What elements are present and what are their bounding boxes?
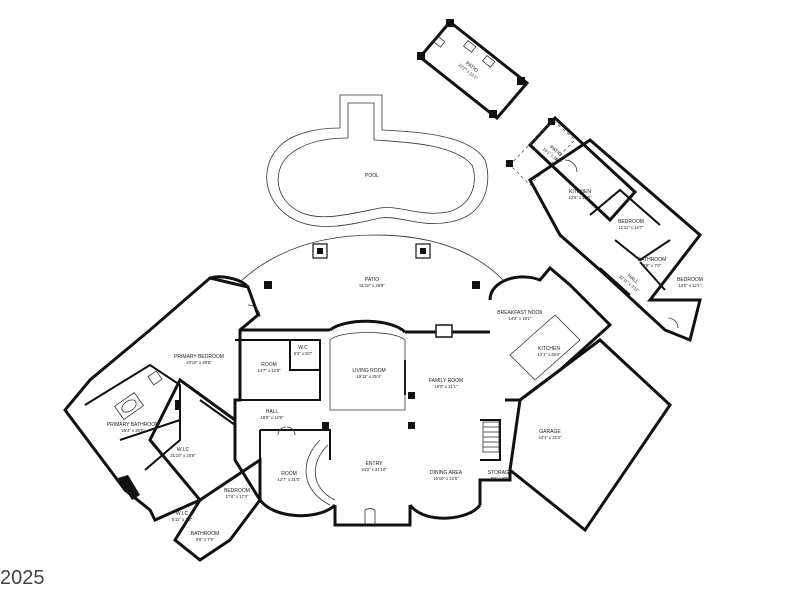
label-living-room: LIVING ROOM [352, 368, 385, 374]
label-dining-area: DINING AREA [430, 470, 463, 476]
dim-wc: 6'3" x 5'0" [294, 351, 313, 356]
label-wic-main: W.I.C [177, 447, 190, 453]
label-pool: POOL [365, 173, 379, 179]
dim-bathroom-main: 9'8" x 7'5" [196, 537, 215, 542]
patio-top-structure [417, 19, 530, 121]
label-bathroom-right: BATHROOM [638, 257, 667, 263]
label-bathroom-main: BATHROOM [191, 531, 220, 537]
label-room-small: ROOM [261, 362, 277, 368]
dim-primary-bathroom: 25'4" x 25'5" [122, 428, 145, 433]
garage-stairs [482, 421, 500, 453]
label-bedroom-right2: BEDROOM [677, 277, 703, 283]
dim-kitchen-right: 12'6" x 17'0" [569, 195, 592, 200]
pool-structure [266, 94, 489, 227]
label-family-room: FAMILY ROOM [429, 378, 463, 384]
label-room-entry: ROOM [281, 471, 297, 477]
dim-garage: 24'1" x 32'4" [539, 435, 562, 440]
main-house-structure [63, 234, 672, 562]
label-primary-bathroom: PRIMARY BATHROOM [107, 422, 160, 428]
dim-primary-bedroom: 23'10" x 30'5" [186, 360, 212, 365]
dim-family-room: 18'0" x 21'1" [435, 384, 458, 389]
label-bedroom-main: BEDROOM [224, 488, 250, 494]
label-wic-small: W.I.C [176, 511, 189, 517]
label-storage: STORAGE [488, 470, 513, 476]
dim-bathroom-right: 8'8" x 7'0" [643, 263, 662, 268]
label-wc: W.C [298, 345, 308, 351]
label-kitchen-right: KITCHEN [569, 189, 591, 195]
dim-living-room: 19'11" x 25'4" [357, 374, 382, 379]
dim-bedroom-right2: 12'0" x 12'1" [679, 283, 702, 288]
label-garage: GARAGE [539, 429, 561, 435]
label-kitchen-main: KITCHEN [538, 346, 560, 352]
label-breakfast-nook: BREAKFAST NOOK [497, 310, 543, 316]
dim-wic-small: 5'11" x 7'5" [172, 517, 193, 522]
dim-kitchen-main: 12'1" x 29'4" [538, 352, 561, 357]
dim-hall: 19'5" x 14'5" [261, 415, 284, 420]
guest-house-structure [506, 115, 703, 343]
dim-room-entry: 12'7" x 21'0" [278, 477, 301, 482]
copyright-year: 2025 [0, 567, 45, 589]
dim-room-small: 14'7" x 12'8" [258, 368, 281, 373]
label-hall: HALL [266, 409, 279, 415]
dim-entry: 24'2" x 21'10" [361, 467, 387, 472]
dim-storage: 8'6" x 8'5" [491, 476, 510, 481]
label-bedroom-right1: BEDROOM [618, 219, 644, 225]
dim-dining-area: 15'10" x 21'5" [433, 476, 459, 481]
label-primary-bedroom: PRIMARY BEDROOM [174, 354, 224, 360]
dim-wic-main: 21'10" x 20'6" [170, 453, 196, 458]
room-labels: PATIO 22'2" x 12'1" POOL PATIO 10'1" x 1… [107, 60, 703, 542]
dim-breakfast-nook: 14'3" x 19'1" [509, 316, 532, 321]
label-entry: ENTRY [366, 461, 384, 467]
dim-patio-main: 51'10" x 25'9" [359, 283, 385, 288]
label-patio-main: PATIO [365, 277, 379, 283]
dim-bedroom-main: 17'6" x 17'4" [226, 494, 249, 499]
dim-bedroom-right1: 11'11" x 14'7" [619, 225, 644, 230]
